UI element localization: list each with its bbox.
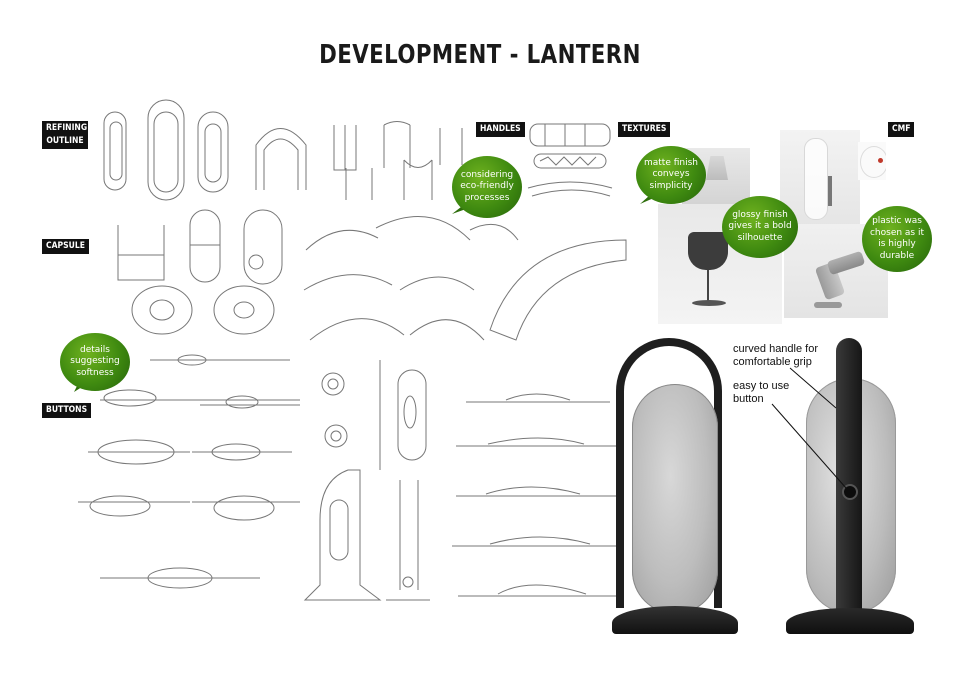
bubble-glossy: glossy finish gives it a bold silhouette bbox=[722, 196, 798, 258]
label-textures: TEXTURES bbox=[618, 122, 671, 137]
page-title: DEVELOPMENT - LANTERN bbox=[319, 40, 641, 70]
cmf-capsule-photo bbox=[780, 130, 860, 226]
arc-sketches bbox=[303, 216, 627, 341]
lantern-sketches bbox=[303, 360, 430, 601]
lantern-front-render bbox=[612, 338, 738, 634]
outline-sketch-3 bbox=[197, 111, 229, 193]
outline-sketch-2 bbox=[147, 99, 185, 201]
texture-sketches bbox=[527, 123, 613, 197]
bubble-matte: matte finish conveys simplicity bbox=[636, 146, 706, 204]
profile-sketches bbox=[452, 393, 620, 597]
bubble-plastic: plastic was chosen as it is highly durab… bbox=[862, 206, 932, 272]
label-cmf: CMF bbox=[888, 122, 915, 137]
bubble-softness: details suggesting softness bbox=[60, 333, 130, 391]
label-buttons: BUTTONS bbox=[42, 403, 92, 418]
outline-sketch-1 bbox=[103, 111, 127, 191]
outline-sketch-4 bbox=[255, 128, 307, 190]
annotation-curved-handle: curved handle for comfortable grip bbox=[733, 343, 818, 368]
annotation-easy-button: easy to use button bbox=[733, 380, 790, 405]
button-sketches bbox=[78, 354, 300, 589]
handle-sketches bbox=[333, 121, 463, 200]
label-refining-outline: REFINING OUTLINE bbox=[42, 121, 88, 149]
label-capsule: CAPSULE bbox=[42, 239, 89, 254]
bubble-eco-friendly: considering eco-friendly processes bbox=[452, 156, 522, 218]
capsule-sketches bbox=[117, 209, 283, 335]
cmf-disc-photo bbox=[858, 142, 886, 180]
label-handles: HANDLES bbox=[476, 122, 525, 137]
